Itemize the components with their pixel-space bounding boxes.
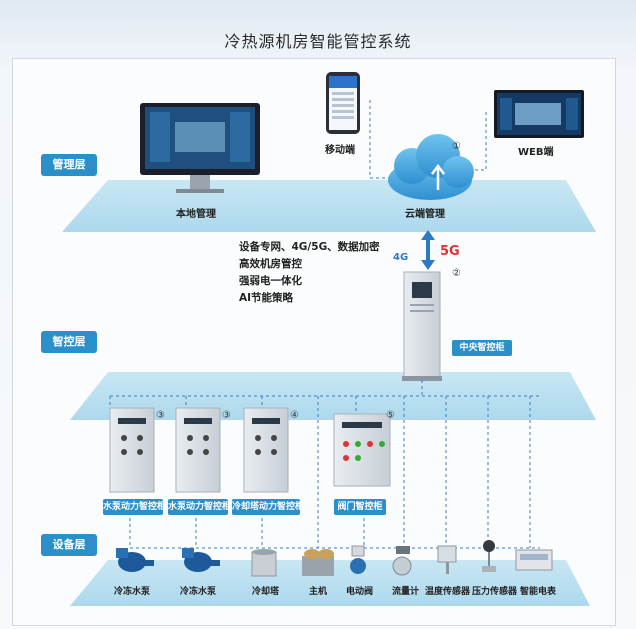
web-label: WEB端 (518, 147, 554, 158)
cabinet-label-1: 水泵动力智控柜 (103, 499, 166, 515)
valve-cabinet-icon (333, 413, 391, 487)
cabinet-marker-3: ④ (290, 410, 299, 421)
cabinet-marker-2: ③ (222, 410, 231, 421)
device-label-4: 主机 (309, 587, 328, 597)
cabinet-marker-1: ③ (156, 410, 165, 421)
electric-valve-icon (350, 545, 366, 574)
chilled-pump-2-icon (182, 548, 220, 572)
temperature-sensor-icon (437, 545, 457, 574)
device-label-3: 冷却塔 (252, 587, 280, 597)
local-management-label: 本地管理 (176, 209, 216, 220)
device-label-5: 电动阀 (346, 587, 374, 597)
diagram-frame (12, 58, 616, 626)
cabinet-marker-4: ⑤ (386, 410, 395, 421)
central-cabinet-label: 中央智控柜 (452, 340, 512, 356)
cloud-icon (388, 134, 474, 200)
device-label-1: 冷冻水泵 (114, 587, 151, 597)
central-cabinet-icon (402, 271, 442, 381)
monitor-icon (140, 103, 260, 193)
cabinet-label-3: 冷却塔动力智控柜 (232, 499, 304, 515)
device-label-8: 压力传感器 (472, 587, 518, 597)
pressure-sensor-icon (482, 540, 496, 572)
device-label-6: 流量计 (392, 587, 420, 597)
cabinet-label-4: 阀门智控柜 (334, 499, 386, 515)
web-screen-icon (494, 90, 584, 138)
pump-cabinet-2-icon (175, 407, 221, 493)
layer-tag-device: 设备层 (41, 534, 97, 556)
device-label-2: 冷冻水泵 (180, 587, 217, 597)
marker-2: ② (452, 268, 461, 279)
chilled-pump-1-icon (116, 548, 154, 572)
note-line-1: 设备专网、4G/5G、数据加密 (239, 241, 380, 253)
cloud-management-label: 云端管理 (405, 209, 445, 220)
note-line-4: AI节能策略 (239, 292, 294, 304)
chiller-icon (302, 549, 334, 576)
note-line-2: 高效机房管控 (239, 258, 302, 270)
mobile-phone-icon (326, 72, 360, 134)
layer-tag-management: 管理层 (41, 154, 97, 176)
tower-cabinet-icon (243, 407, 289, 493)
device-label-7: 温度传感器 (425, 587, 471, 597)
uplink-arrow-icon (421, 230, 435, 270)
network-notes: 设备专网、4G/5G、数据加密 高效机房管控 强弱电一体化 AI节能策略 (239, 239, 380, 307)
mobile-label: 移动端 (325, 145, 355, 156)
badge-5g: 5G (440, 244, 460, 259)
cooling-tower-icon (251, 549, 277, 577)
flow-meter-icon (392, 546, 412, 576)
pump-cabinet-1-icon (109, 407, 155, 493)
marker-1: ① (452, 141, 461, 152)
smart-meter-icon (515, 549, 553, 571)
management-platform (62, 180, 596, 232)
page-title: 冷热源机房智能管控系统 (224, 32, 412, 51)
layer-tag-control: 智控层 (41, 331, 97, 353)
cabinet-label-2: 水泵动力智控柜 (168, 499, 231, 515)
device-label-9: 智能电表 (520, 587, 557, 597)
mobile-cloud-link (369, 100, 392, 179)
note-line-3: 强弱电一体化 (239, 275, 302, 287)
badge-4g: 4G (393, 252, 409, 263)
web-cloud-link (470, 112, 487, 171)
